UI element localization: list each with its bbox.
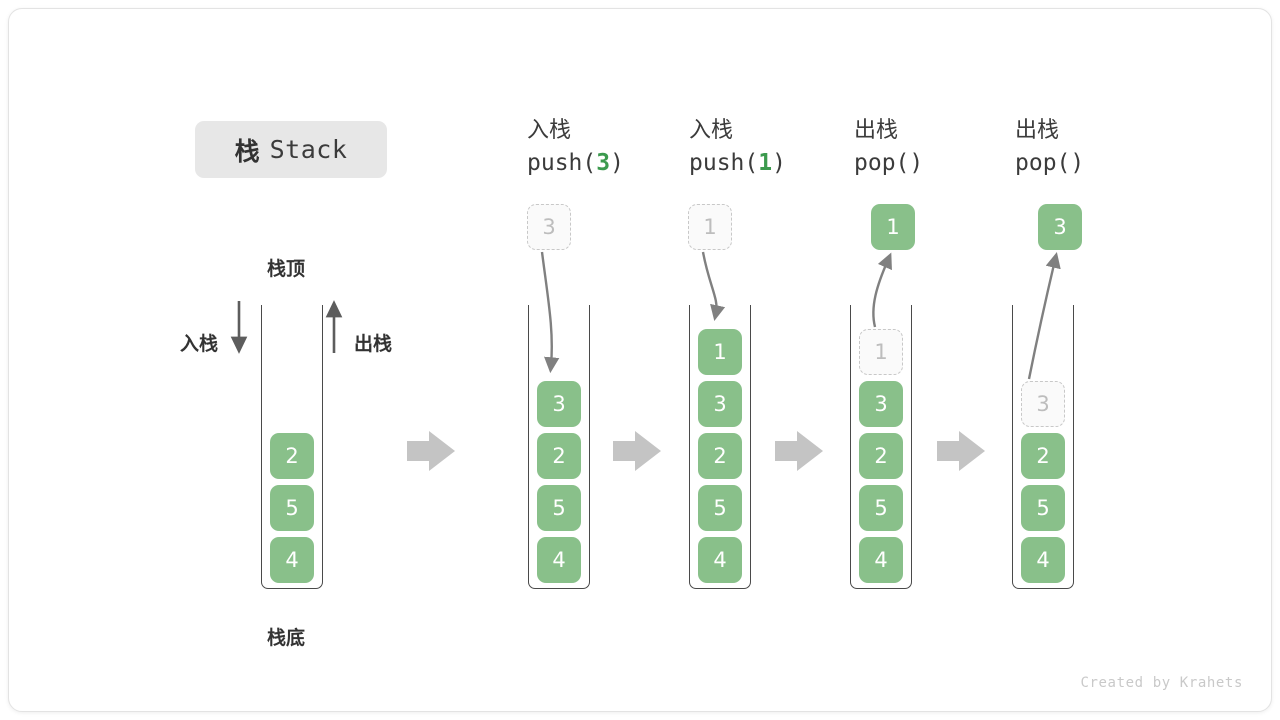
op-label-code: pop()	[854, 150, 924, 176]
step-arrow	[937, 431, 985, 471]
step-arrow	[407, 431, 455, 471]
op-label-cn: 入栈	[527, 118, 572, 143]
stack-container-pop-2	[1012, 305, 1074, 589]
stack-container-initial	[261, 305, 323, 589]
column-header-pop-1: 出栈 pop()	[854, 116, 1034, 180]
step-arrow	[775, 431, 823, 471]
stack-cell: 4	[1021, 537, 1065, 583]
ghost-cell-pop-1: 1	[859, 329, 903, 375]
stack-cell: 5	[1021, 485, 1065, 531]
stack-cell: 5	[698, 485, 742, 531]
stack-container-push-3	[528, 305, 590, 589]
op-label-code: push(1)	[689, 150, 786, 176]
footer-credit: Created by Krahets	[1080, 675, 1243, 691]
label-pop-side: 出栈	[354, 333, 393, 355]
op-arg: 1	[758, 150, 773, 176]
ghost-cell-push-3: 3	[527, 204, 571, 250]
stack-cell: 4	[537, 537, 581, 583]
stack-cell: 3	[698, 381, 742, 427]
stack-cell: 2	[537, 433, 581, 479]
stack-cell: 3	[859, 381, 903, 427]
stack-cell: 4	[270, 537, 314, 583]
stack-container-pop-1	[850, 305, 912, 589]
stack-cell: 4	[859, 537, 903, 583]
arrows-overlay	[230, 251, 1061, 471]
stack-cell: 2	[1021, 433, 1065, 479]
diagram-canvas: 栈 Stack 栈顶 栈底 入栈 出栈 2 5 4 入栈 push(3) 3 3…	[8, 8, 1272, 712]
op-label-code: push(3)	[527, 150, 624, 176]
stack-cell: 2	[859, 433, 903, 479]
column-header-pop-2: 出栈 pop()	[1015, 116, 1195, 180]
stack-cell: 5	[270, 485, 314, 531]
op-label-code: pop()	[1015, 150, 1085, 176]
popped-value-pop-1: 1	[871, 204, 915, 250]
title-en: Stack	[269, 135, 348, 164]
diagram-title: 栈 Stack	[195, 121, 387, 178]
title-cn: 栈	[234, 136, 260, 166]
ghost-cell-push-1: 1	[688, 204, 732, 250]
stack-cell: 1	[698, 329, 742, 375]
stack-cell: 4	[698, 537, 742, 583]
stack-cell: 5	[859, 485, 903, 531]
op-arg: 3	[596, 150, 611, 176]
label-push-side: 入栈	[180, 333, 219, 355]
op-label-cn: 入栈	[689, 118, 734, 143]
ghost-cell-pop-2: 3	[1021, 381, 1065, 427]
push-motion-arrow-1	[701, 251, 726, 321]
step-arrow	[613, 431, 661, 471]
column-header-push-1: 入栈 push(1)	[689, 116, 869, 180]
column-header-push-3: 入栈 push(3)	[527, 116, 707, 180]
stack-cell: 3	[537, 381, 581, 427]
label-stack-top: 栈顶	[267, 258, 306, 280]
stack-cell: 2	[270, 433, 314, 479]
label-stack-bottom: 栈底	[267, 627, 306, 649]
op-label-cn: 出栈	[1015, 118, 1060, 143]
popped-value-pop-2: 3	[1038, 204, 1082, 250]
stack-cell: 2	[698, 433, 742, 479]
op-label-cn: 出栈	[854, 118, 899, 143]
stack-cell: 5	[537, 485, 581, 531]
stack-container-push-1	[689, 305, 751, 589]
